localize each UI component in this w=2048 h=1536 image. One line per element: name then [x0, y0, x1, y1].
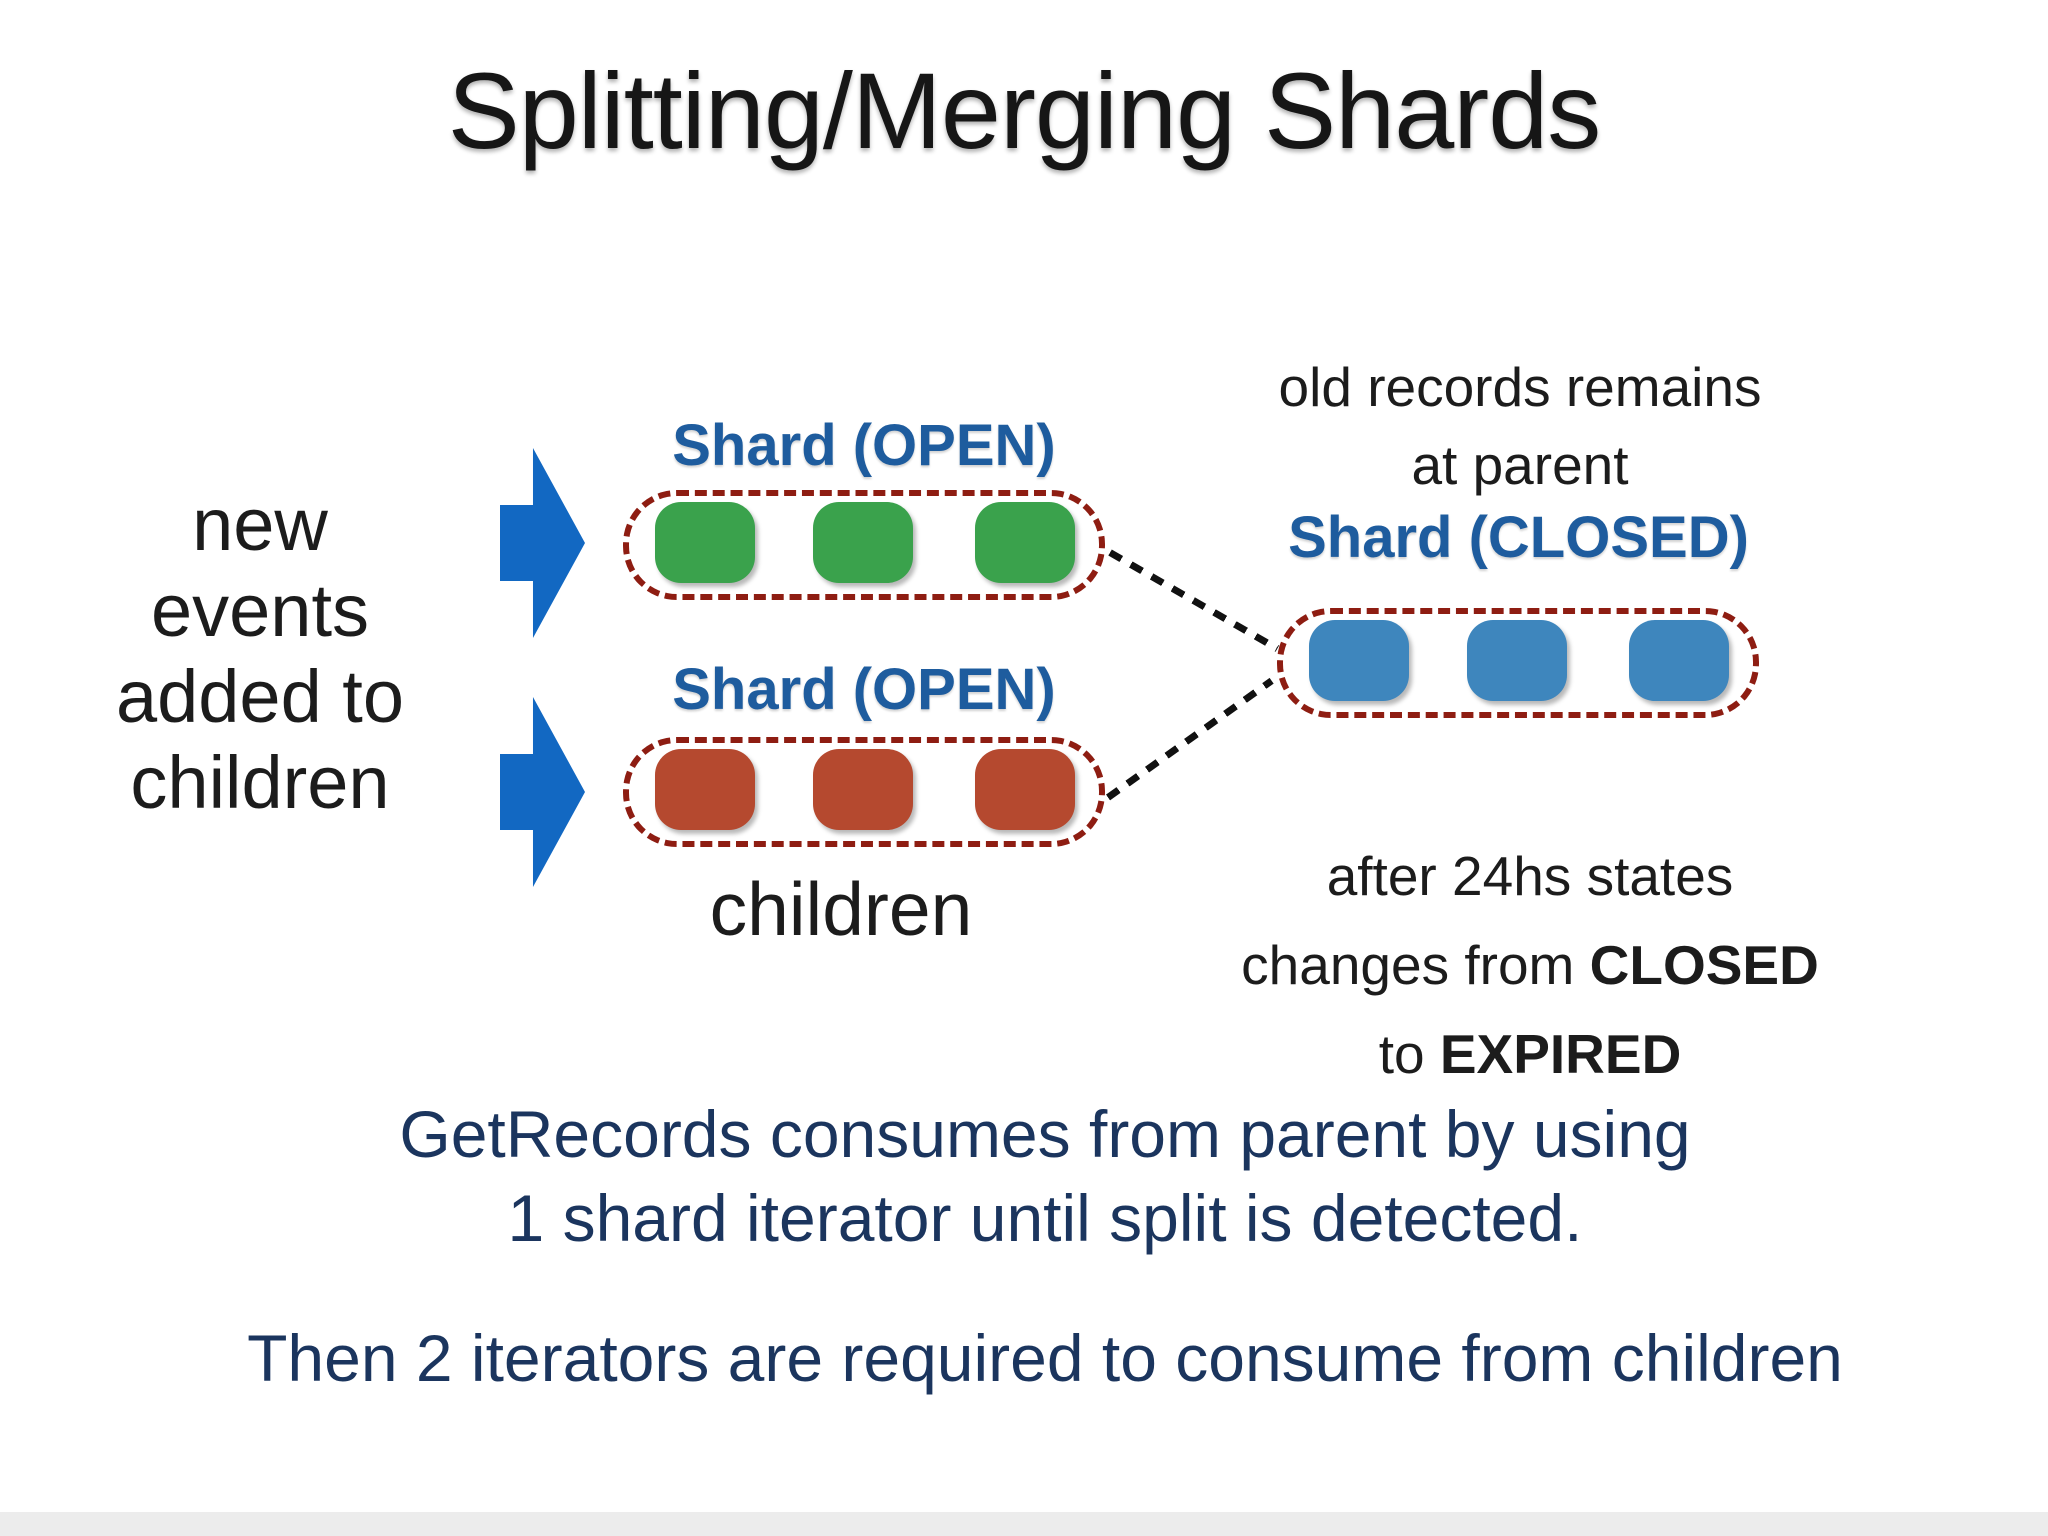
record-block — [1309, 620, 1409, 701]
new-events-caption-line: new — [192, 483, 328, 566]
connector-line-green-to-blue — [1108, 549, 1280, 652]
expiry-note-line: changes from CLOSED — [1241, 934, 1819, 996]
green-shard-label: Shard (OPEN) — [672, 413, 1056, 478]
new-events-caption-line: events — [150, 569, 370, 652]
expiry-note: after 24hs states changes from CLOSED to… — [1230, 832, 1830, 1099]
new-events-caption-line: children — [130, 741, 390, 824]
blue-shard-box — [1277, 608, 1759, 718]
green-shard-box — [623, 490, 1105, 600]
record-block — [813, 502, 913, 583]
blue-shard-label: Shard (CLOSED) — [1288, 505, 1749, 570]
arrow-right-icon — [500, 448, 585, 638]
old-records-note-line: old records remains — [1278, 356, 1762, 418]
record-block — [975, 502, 1075, 583]
record-block — [975, 749, 1075, 830]
expiry-note-line: to EXPIRED — [1378, 1023, 1682, 1085]
iterators-note: Then 2 iterators are required to consume… — [247, 1321, 1843, 1395]
getrecords-note: GetRecords consumes from parent by using… — [42, 1092, 2048, 1260]
red-shard-label: Shard (OPEN) — [672, 657, 1056, 722]
record-block — [1467, 620, 1567, 701]
getrecords-note-line: 1 shard iterator until split is detected… — [507, 1181, 1583, 1255]
children-caption: children — [709, 867, 973, 951]
record-block — [655, 502, 755, 583]
expired-state-text: EXPIRED — [1439, 1023, 1682, 1085]
bottom-border-strip — [0, 1512, 2048, 1536]
record-block — [1629, 620, 1729, 701]
old-records-note: old records remains at parent — [1250, 348, 1790, 504]
closed-state-text: CLOSED — [1589, 934, 1819, 996]
record-block — [813, 749, 913, 830]
arrow-right-icon — [500, 697, 585, 887]
connector-line-red-to-blue — [1105, 677, 1274, 801]
new-events-caption: new events added to children — [40, 482, 480, 826]
slide-title: Splitting/Merging Shards — [447, 50, 1602, 171]
red-shard-box — [623, 737, 1105, 847]
new-events-caption-line: added to — [115, 655, 405, 738]
expiry-note-line: after 24hs states — [1326, 845, 1734, 907]
record-block — [655, 749, 755, 830]
getrecords-note-line: GetRecords consumes from parent by using — [399, 1097, 1691, 1171]
old-records-note-line: at parent — [1411, 434, 1629, 496]
